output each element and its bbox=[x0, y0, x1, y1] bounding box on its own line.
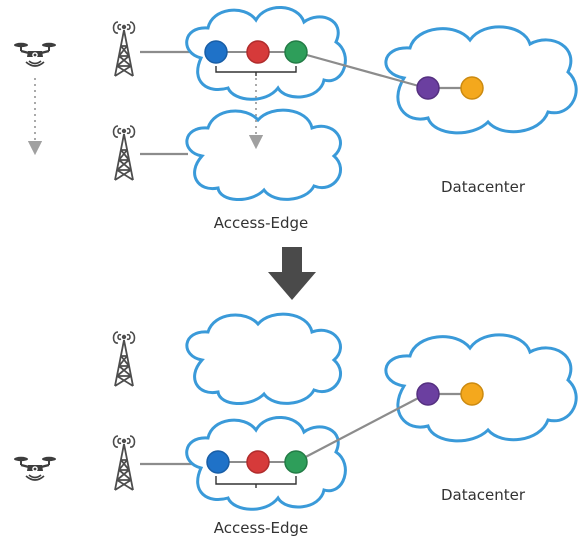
scenario-before: Datacenter Access-Edge bbox=[12, 5, 578, 232]
green-service-node bbox=[284, 450, 308, 474]
blue-service-node bbox=[206, 450, 230, 474]
service-bracket bbox=[215, 66, 297, 76]
blue-service-node bbox=[204, 40, 228, 64]
orange-service-node bbox=[460, 76, 484, 100]
orange-service-node bbox=[460, 382, 484, 406]
access-edge-cloud bbox=[185, 312, 343, 406]
red-service-node bbox=[246, 450, 270, 474]
cell-tower-icon bbox=[112, 435, 136, 491]
down-arrow-icon bbox=[268, 247, 316, 300]
cell-tower-icon bbox=[112, 21, 136, 77]
access-edge-label: Access-Edge bbox=[214, 214, 309, 232]
datacenter-label: Datacenter bbox=[441, 486, 526, 504]
service-bracket bbox=[215, 476, 297, 488]
green-service-node bbox=[284, 40, 308, 64]
access-edge-label: Access-Edge bbox=[214, 519, 309, 537]
purple-service-node bbox=[416, 76, 440, 100]
datacenter-label: Datacenter bbox=[441, 178, 526, 196]
cell-tower-icon bbox=[112, 125, 136, 181]
datacenter-cloud bbox=[384, 25, 578, 135]
edge-datacenter-link bbox=[295, 393, 427, 463]
red-service-node bbox=[246, 40, 270, 64]
access-edge-cloud bbox=[185, 108, 343, 202]
scenario-after: Datacenter Access-Edge bbox=[12, 312, 578, 537]
cell-tower-icon bbox=[112, 331, 136, 387]
drone-icon bbox=[12, 41, 58, 68]
purple-service-node bbox=[416, 382, 440, 406]
drone-icon bbox=[12, 455, 58, 482]
edge-datacenter-link bbox=[295, 50, 427, 90]
